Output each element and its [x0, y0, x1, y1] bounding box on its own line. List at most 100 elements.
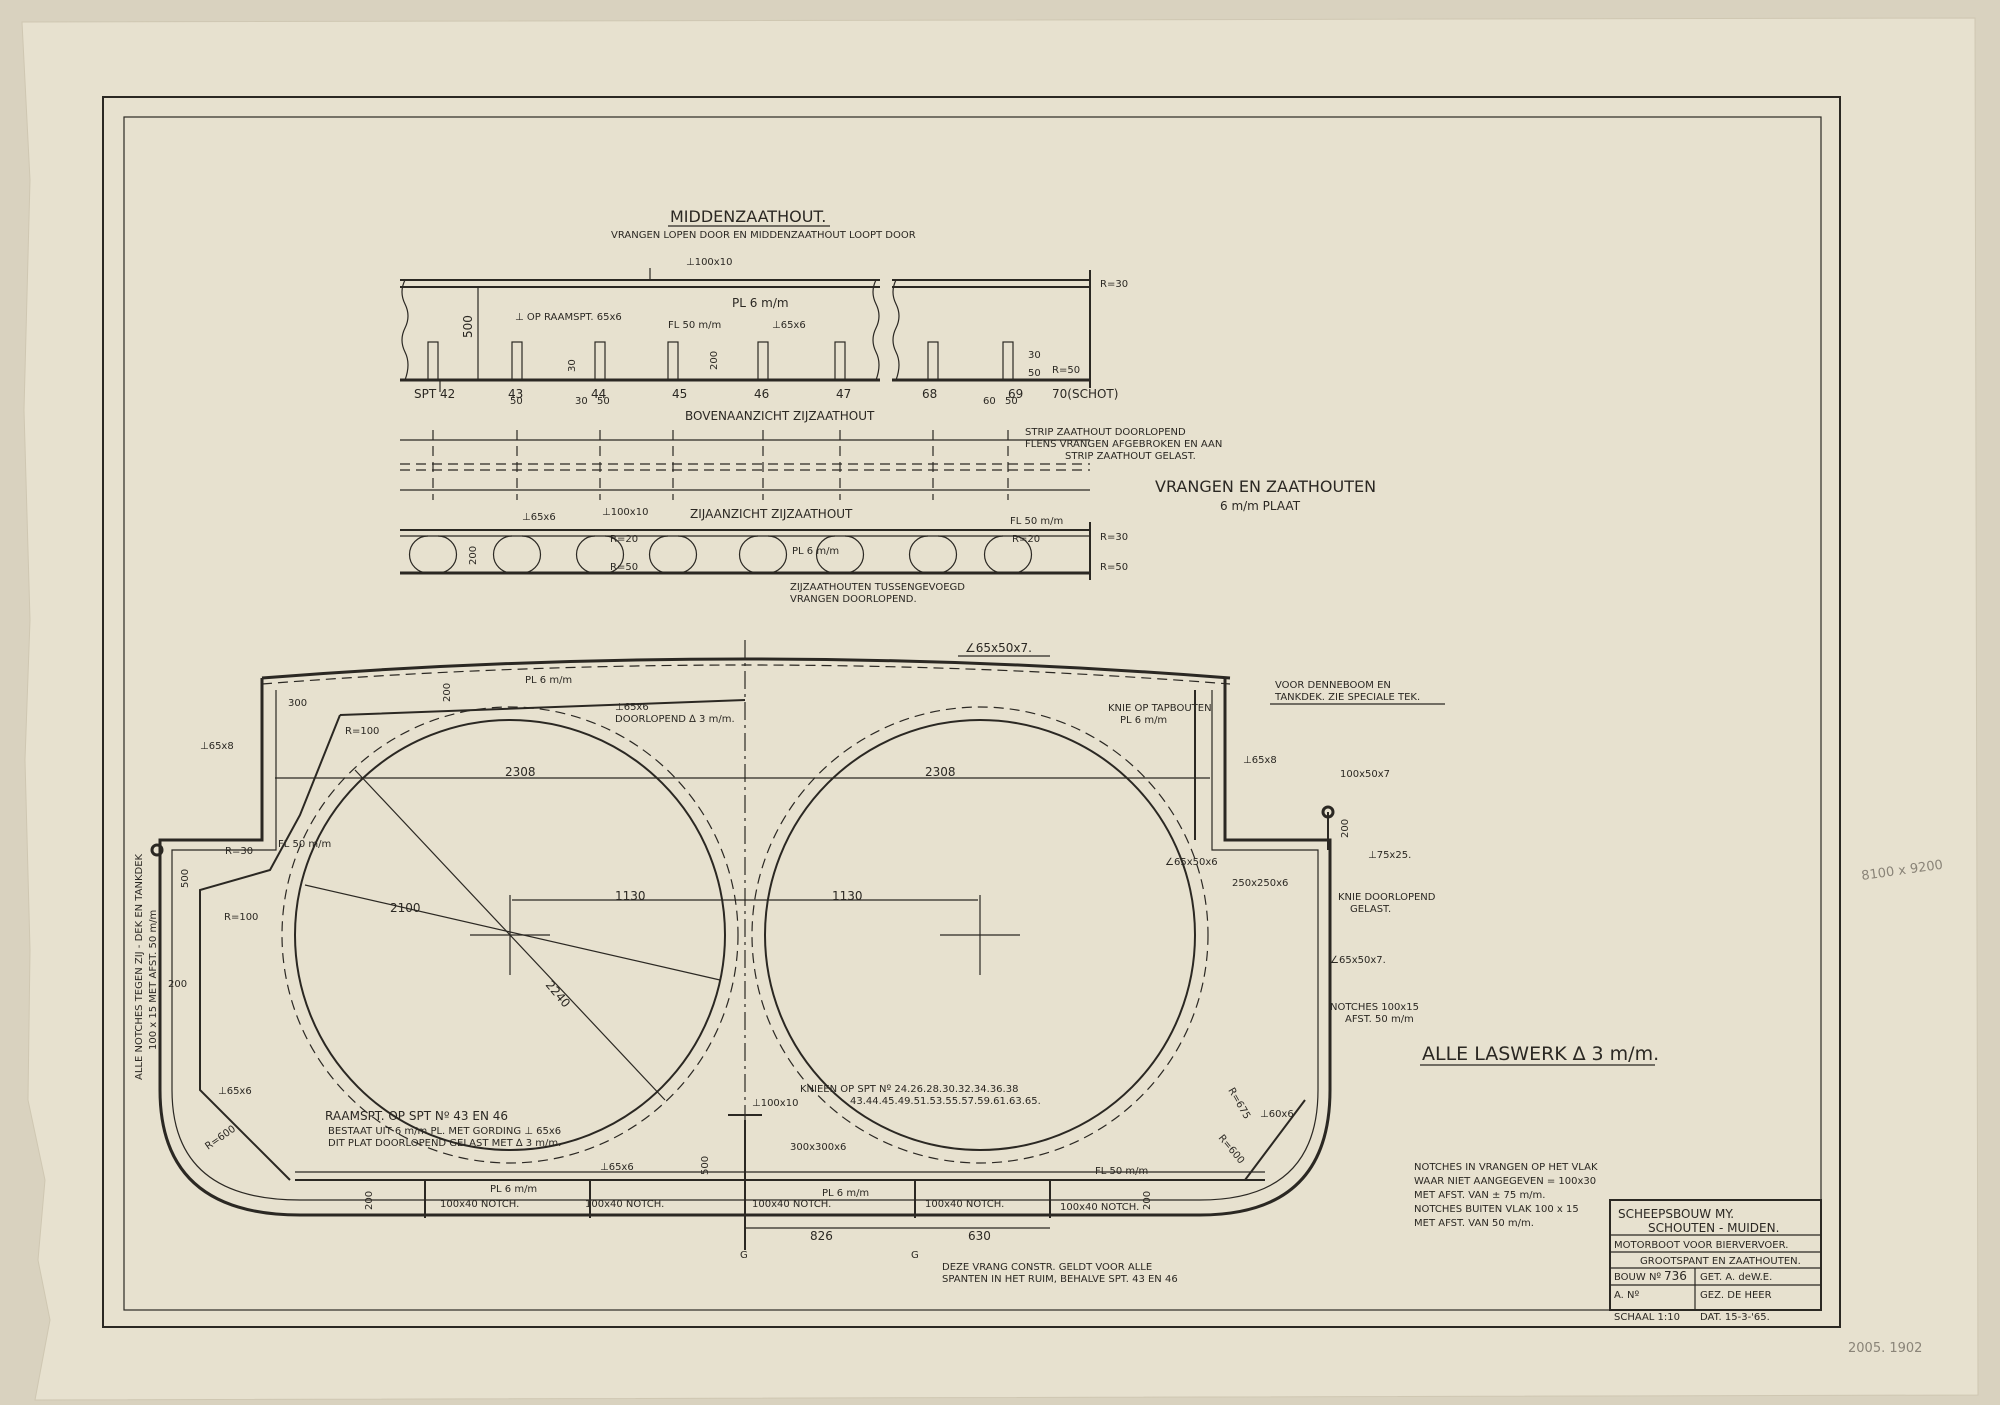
knie-1: KNIE OP TAPBOUTEN [1108, 703, 1212, 714]
l65x8-right: ⊥65x8 [1243, 755, 1277, 766]
side-l65x6: ⊥65x6 [522, 512, 556, 523]
dim-30-c: 30 [575, 396, 588, 407]
dim-630: 630 [968, 1229, 991, 1243]
deck-angle: ∠65x50x7. [965, 641, 1032, 655]
dim-30-a: 30 [567, 359, 578, 372]
angle-65x50x6: ∠65x50x6 [1165, 857, 1218, 868]
l65x6-label: ⊥65x6 [772, 320, 806, 331]
notch-note-5: MET AFST. VAN 50 m/m. [1414, 1218, 1534, 1229]
raamspt-3: DIT PLAT DOORLOPEND GELAST MET ∆ 3 m/m. [328, 1138, 561, 1149]
dim-200-right: 200 [1340, 819, 1351, 838]
r100-top: R=100 [345, 726, 379, 737]
inner-border [123, 116, 1822, 1311]
voor-2: TANKDEK. ZIE SPECIALE TEK. [1274, 692, 1420, 703]
side-r50-a: R=50 [610, 562, 638, 573]
bouw-label: BOUW Nº [1614, 1272, 1661, 1283]
middenzaathout-subtitle: VRANGEN LOPEN DOOR EN MIDDENZAATHOUT LOO… [611, 230, 916, 241]
gez-label: GEZ. DE HEER [1700, 1290, 1772, 1301]
l65x8-left: ⊥65x8 [200, 741, 234, 752]
frame-68: 68 [922, 387, 937, 401]
raamspt-1: RAAMSPT. OP SPT Nº 43 EN 46 [325, 1109, 508, 1123]
zijaanzicht-title: ZIJAANZICHT ZIJZAATHOUT [690, 507, 853, 521]
side-note-1: ZIJZAATHOUTEN TUSSENGEVOEGD [790, 582, 965, 593]
side-r30: R=30 [1100, 532, 1128, 543]
l65x6-left: ⊥65x6 [218, 1086, 252, 1097]
bovenaanzicht-title: BOVENAANZICHT ZIJZAATHOUT [685, 409, 875, 423]
side-note-2: VRANGEN DOORLOPEND. [790, 594, 917, 605]
dim-200-top: 200 [442, 683, 453, 702]
pl-6mm: PL 6 m/m [732, 296, 789, 310]
side-l100x10: ⊥100x10 [602, 507, 648, 518]
dim-50-c: 50 [1028, 368, 1041, 379]
frame-46: 46 [754, 387, 769, 401]
notch-b: 100x40 NOTCH. [752, 1199, 831, 1210]
raamspt-2: BESTAAT UIT 6 m/m PL. MET GORDING ⊥ 65x6 [328, 1126, 561, 1137]
notch-c: 100x40 NOTCH. [925, 1199, 1004, 1210]
bouw-value: 736 [1664, 1269, 1687, 1283]
deck-doorlopend: DOORLOPEND ∆ 3 m/m. [615, 714, 735, 725]
dim-500-left: 500 [180, 869, 191, 888]
deze-1: DEZE VRANG CONSTR. GELDT VOOR ALLE [942, 1262, 1152, 1273]
deck-pl6: PL 6 m/m [525, 675, 572, 686]
knie-2: PL 6 m/m [1120, 715, 1167, 726]
outer-border [102, 96, 1841, 1328]
fl-50mm: FL 50 m/m [668, 320, 721, 331]
r30-left: R=30 [225, 846, 253, 857]
centre-mark-2: G [911, 1250, 919, 1261]
r100-left: R=100 [224, 912, 258, 923]
fl-50mm-left: FL 50 m/m [278, 839, 331, 850]
dim-200-left: 200 [168, 979, 187, 990]
title-block: SCHEEPSBOUW MY. SCHOUTEN - MUIDEN. MOTOR… [1609, 1199, 1822, 1323]
frame-43: 43 [508, 387, 523, 401]
tank-left [294, 719, 726, 1151]
dim-30-b: 30 [1028, 350, 1041, 361]
side-fl-50mm: FL 50 m/m [1010, 516, 1063, 527]
dim-2308-right: 2308 [925, 765, 956, 779]
hull-outline [158, 678, 1332, 1217]
middenzaathout-view: MIDDENZAATHOUT. VRANGEN LOPEN DOOR EN MI… [400, 207, 1128, 407]
bovenaanzicht-view: BOVENAANZICHT ZIJZAATHOUT STRIP ZAATHOUT… [400, 409, 1222, 500]
dim-2100: 2100 [390, 901, 421, 915]
dim-1130-right: 1130 [832, 889, 863, 903]
knie-door-2: GELAST. [1350, 904, 1391, 915]
a-no: A. Nº [1614, 1290, 1640, 1301]
side-dim-200: 200 [468, 546, 479, 565]
dim-50-b: 50 [597, 396, 610, 407]
angle-75x25: ⊥75x25. [1368, 850, 1411, 861]
l60x6: ⊥60x6 [1260, 1109, 1294, 1120]
company-line-1: SCHEEPSBOUW MY. [1618, 1207, 1734, 1221]
zijaanzicht-view: ZIJAANZICHT ZIJZAATHOUT ⊥65x6 ⊥100x10 R=… [400, 507, 1128, 605]
dim-200-bottom-right: 200 [1142, 1191, 1153, 1210]
notch-a: 100x40 NOTCH. [585, 1199, 664, 1210]
notch-d: 100x40 NOTCH. [1060, 1202, 1139, 1213]
frame-44: 44 [591, 387, 606, 401]
middenzaathout-title: MIDDENZAATHOUT. [670, 207, 826, 226]
centre-mark-1: G [740, 1250, 748, 1261]
pencil-ref-note: 2005. 1902 [1848, 1341, 1922, 1356]
side-r20-a: R=20 [610, 534, 638, 545]
dim-300: 300 [288, 698, 307, 709]
side-r20-b: R=20 [1012, 534, 1040, 545]
raamspt-note: ⊥ OP RAAMSPT. 65x6 [515, 312, 622, 323]
dim-50-a: 50 [510, 396, 523, 407]
plate-300: 300x300x6 [790, 1142, 846, 1153]
notch-note-1: NOTCHES IN VRANGEN OP HET VLAK [1414, 1162, 1598, 1173]
notches-1: NOTCHES 100x15 [1330, 1002, 1419, 1013]
voor-1: VOOR DENNEBOOM EN [1275, 680, 1391, 691]
pl6-bottom-1: PL 6 m/m [490, 1184, 537, 1195]
r50-label: R=50 [1052, 365, 1080, 376]
plan-note-3: STRIP ZAATHOUT GELAST. [1065, 451, 1196, 462]
vrangen-title: VRANGEN EN ZAATHOUTEN [1155, 477, 1376, 496]
notches-2: AFST. 50 m/m [1345, 1014, 1414, 1025]
knieen-2: 43.44.45.49.51.53.55.57.59.61.63.65. [850, 1096, 1041, 1107]
strip-label: ⊥100x10 [686, 257, 732, 268]
frame-70: 70(SCHOT) [1052, 387, 1118, 401]
dim-200-bottom-left: 200 [364, 1191, 375, 1210]
side-pl-6mm: PL 6 m/m [792, 546, 839, 557]
frame-69: 69 [1008, 387, 1023, 401]
vessel-name: MOTORBOOT VOOR BIERVERVOER. [1614, 1240, 1788, 1251]
notch-note-2: WAAR NIET AANGEGEVEN = 100x30 [1414, 1176, 1596, 1187]
left-vertical-1: ALLE NOTCHES TEGEN ZIJ - DEK EN TANKDEK [134, 853, 145, 1080]
dim-2308-left: 2308 [505, 765, 536, 779]
